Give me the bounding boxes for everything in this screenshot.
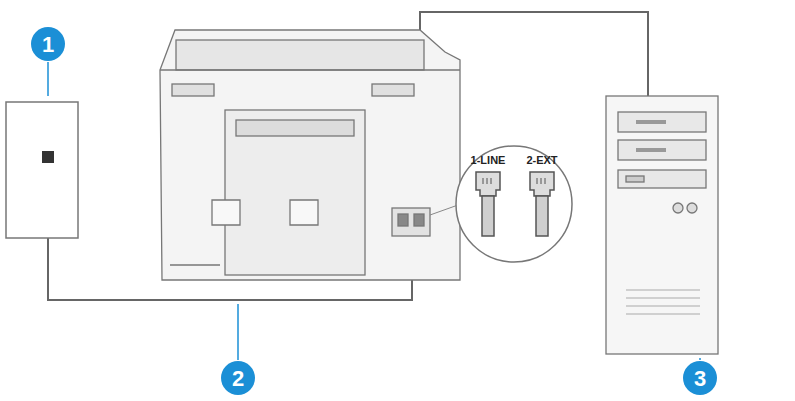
- magnified-ports: [430, 146, 572, 262]
- callout-leaders: [48, 62, 700, 360]
- port-label: 1-LINE: [471, 155, 506, 166]
- phone-cords: [48, 12, 648, 300]
- callout-number: 2: [232, 368, 244, 390]
- callout-number: 3: [694, 368, 706, 390]
- computer-tower: [606, 96, 718, 354]
- wall-jack: [6, 102, 78, 238]
- port-label: 2-EXT: [526, 155, 557, 166]
- callout-circles: [31, 27, 717, 395]
- callout-number: 1: [42, 34, 54, 56]
- printer: [160, 30, 460, 280]
